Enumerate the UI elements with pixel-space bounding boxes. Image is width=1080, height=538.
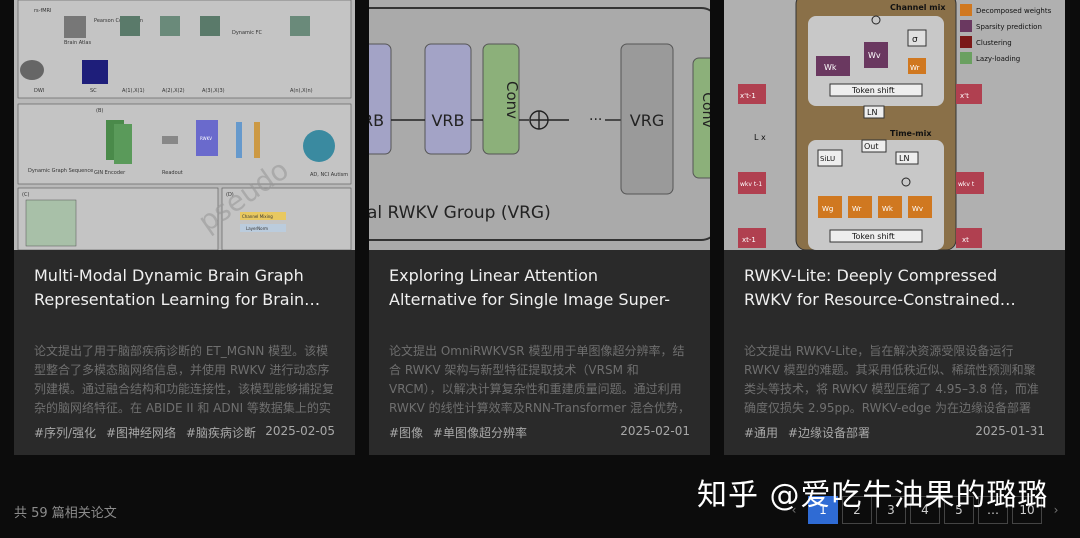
thumb-label: (C) [22,192,29,198]
thumb-label: Out [864,142,879,151]
paper-description: 论文提出 RWKV-Lite，旨在解决资源受限设备运行 RWKV 模型的难题。其… [744,344,1039,415]
paper-description: 论文提出了用于脑部疾病诊断的 ET_MGNN 模型。该模型整合了多模态脑网络信息… [34,344,335,415]
thumb-label: SiLU [820,155,835,163]
page-ellipsis: … [978,496,1008,524]
thumb-label: xt-1 [742,236,756,244]
thumb-label: A(n),X(n) [290,88,313,94]
tag[interactable]: #单图像超分辨率 [432,426,527,440]
thumb-label: RB [369,111,384,130]
paper-thumbnail: rs-fMRI Brain Atlas Pearson Correlation … [14,0,355,250]
paper-tags: #图像 #单图像超分辨率 [389,424,533,441]
tag[interactable]: #边缘设备部署 [787,426,870,440]
paper-card[interactable]: rs-fMRI Brain Atlas Pearson Correlation … [14,0,355,455]
thumb-label: AD, NCI Autism [310,172,348,178]
thumb-label: LN [867,108,877,117]
legend-label: Clustering [976,39,1012,47]
thumb-label: x't-1 [740,92,756,100]
thumb-label: Conv [699,92,710,128]
thumb-label: Conv [503,81,521,119]
prev-page-button[interactable]: ‹ [791,503,797,517]
thumb-label: Channel mix [890,3,946,12]
watermark: 知乎 @爱吃牛油果的璐璐 [697,478,1049,513]
tag[interactable]: #序列/强化 [34,426,97,440]
thumb-label: LN [899,154,909,163]
thumb-label: rs-fMRI [34,8,52,14]
thumb-label: (B) [96,108,103,114]
paper-card-grid: rs-fMRI Brain Atlas Pearson Correlation … [14,0,1066,455]
thumb-label: Wg [822,205,833,213]
thumb-label: A(3),X(3) [202,88,225,94]
thumb-label: Dynamic FC [232,30,263,36]
thumb-label: Wk [882,205,894,213]
legend-label: Lazy-loading [976,55,1020,63]
page-button-4[interactable]: 4 [910,496,940,524]
paper-card[interactable]: Channel mix Wk Wv σ Wr Token shift LN Ti… [724,0,1065,455]
paper-tags: #序列/强化 #图神经网络 #脑疾病诊断 [34,424,262,441]
paper-card[interactable]: RB VRB Conv ··· VRG Conv al RWKV Group (… [369,0,710,455]
thumb-label: DWI [34,88,44,94]
thumb-label: L x [754,133,766,142]
thumb-label: Dynamic Graph Sequence [28,168,93,174]
page-button-2[interactable]: 2 [842,496,872,524]
paper-title[interactable]: Exploring Linear Attention Alternative f… [389,266,671,309]
paper-thumbnail: RB VRB Conv ··· VRG Conv al RWKV Group (… [369,0,710,250]
thumb-label: al RWKV Group (VRG) [369,203,551,223]
thumb-label: Wv [868,51,881,60]
paper-title[interactable]: RWKV-Lite: Deeply Compressed RWKV for Re… [744,266,1016,309]
page-button-5[interactable]: 5 [944,496,974,524]
legend-label: Decomposed weights [976,7,1052,15]
tag[interactable]: #图神经网络 [105,426,176,440]
thumb-label: Readout [162,170,183,176]
thumb-label: (D) [226,192,234,198]
next-page-button[interactable]: › [1053,503,1059,517]
thumb-label: Wk [824,63,837,72]
page-button-1[interactable]: 1 [808,496,838,524]
pagination: ‹ 1 2 3 4 5 … 10 › [784,496,1066,524]
thumb-label: Brain Atlas [64,40,91,46]
page-button-10[interactable]: 10 [1012,496,1042,524]
tag[interactable]: #脑疾病诊断 [185,426,256,440]
tag[interactable]: #图像 [389,426,424,440]
paper-description: 论文提出 OmniRWKVSR 模型用于单图像超分辨率，结合 RWKV 架构与新… [389,344,690,415]
thumb-label: Wr [852,205,862,213]
thumb-label: wkv t-1 [740,181,762,188]
thumb-label: VRG [630,111,664,130]
thumb-label: GIN Encoder [94,170,126,176]
thumb-label: LayerNorm [246,226,268,231]
thumb-label: Pearson Correlation [94,18,143,24]
paper-date: 2025-01-31 [975,424,1045,438]
thumb-label: SC [90,88,97,94]
page-button-3[interactable]: 3 [876,496,906,524]
legend-label: Sparsity prediction [976,23,1042,31]
thumb-label: Token shift [851,86,895,95]
thumb-label: xt [962,236,969,244]
thumb-label: RWKV [200,136,212,141]
thumb-label: Token shift [851,232,895,241]
thumb-label: ··· [589,112,602,128]
thumb-label: A(1),X(1) [122,88,145,94]
paper-thumbnail: Channel mix Wk Wv σ Wr Token shift LN Ti… [724,0,1065,250]
thumb-label: σ [912,35,918,45]
thumb-label: wkv t [958,181,975,188]
thumb-label: Wv [912,205,923,213]
thumb-label: Time-mix [890,129,932,138]
thumb-label: A(2),X(2) [162,88,185,94]
result-count: 共 59 篇相关论文 [14,506,117,521]
paper-title[interactable]: Multi-Modal Dynamic Brain Graph Represen… [34,266,321,309]
thumb-label: x't [960,92,969,100]
paper-tags: #通用 #边缘设备部署 [744,424,876,441]
paper-date: 2025-02-01 [620,424,690,438]
thumb-label: Channel Mixing [242,214,273,219]
paper-date: 2025-02-05 [265,424,335,438]
tag[interactable]: #通用 [744,426,779,440]
thumb-label: Wr [910,64,920,72]
thumb-label: VRB [431,111,464,130]
